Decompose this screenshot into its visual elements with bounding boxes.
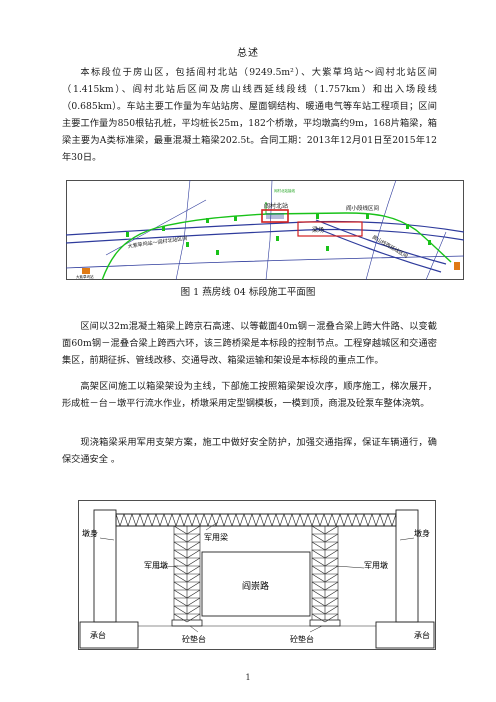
label-cap-right: 承台 <box>414 630 430 640</box>
label-station: 阎村北站 <box>264 202 288 210</box>
label-left-small: 大紫草坞站 <box>76 274 94 279</box>
pad-right <box>309 619 341 627</box>
site-plan-figure: 阎村北站 梁场 阎小段线区间 大紫草坞站～阎村北站区间 房山线西延线区间 阎村北… <box>66 180 464 280</box>
paragraph-overview: 本标段位于房山区，包括阎村北站（9249.5m²）、大紫草坞站～阎村北站区间（1… <box>62 67 437 163</box>
label-pad-left: 砼垫台 <box>182 634 206 644</box>
support-section-figure: 墩身 墩身 军用梁 军用墩 军用墩 阎崇路 承台 承台 砼垫台 砼垫台 <box>78 500 436 650</box>
label-pad-right: 砼垫台 <box>290 634 314 644</box>
page-number: 1 <box>245 673 251 682</box>
military-tower-left <box>173 525 201 623</box>
label-road: 阎崇路 <box>242 580 269 592</box>
label-military-beam: 军用梁 <box>204 533 228 542</box>
label-cap-left: 承台 <box>90 630 106 640</box>
label-top-small: 阎村北站接线 <box>274 188 295 193</box>
cap-right <box>375 621 435 649</box>
pier-right <box>395 509 419 623</box>
label-interval-east: 阎小段线区间 <box>346 204 379 212</box>
cap-left <box>79 621 139 649</box>
figure1-caption: 图 1 燕房线 04 标段施工平面图 <box>180 287 316 298</box>
pier-left <box>93 509 117 623</box>
paragraph-key-nodes: 区间以32m混凝土箱梁上跨京石高速、以等截面40m钢－混叠合梁上跨大件路、以变截… <box>62 321 437 366</box>
label-pier-left: 墩身 <box>82 528 98 538</box>
pad-left <box>171 619 203 627</box>
label-beam-yard: 梁场 <box>312 226 324 234</box>
label-pier-right: 墩身 <box>414 528 430 538</box>
document-title: 总述 <box>237 48 259 59</box>
paragraph-support-scheme: 现浇箱梁采用军用支架方案，施工中做好安全防护，加强交通指挥，保证车辆通行，确保交… <box>62 437 437 465</box>
road-box <box>201 551 311 617</box>
military-tower-right <box>311 525 339 623</box>
paragraph-construction-method: 高架区间施工以箱梁架设为主线，下部施工按照箱梁架设次序，顺序施工，梯次展开，形成… <box>62 381 437 409</box>
label-tower-left: 军用墩 <box>144 560 168 570</box>
label-tower-right: 军用墩 <box>364 560 388 570</box>
